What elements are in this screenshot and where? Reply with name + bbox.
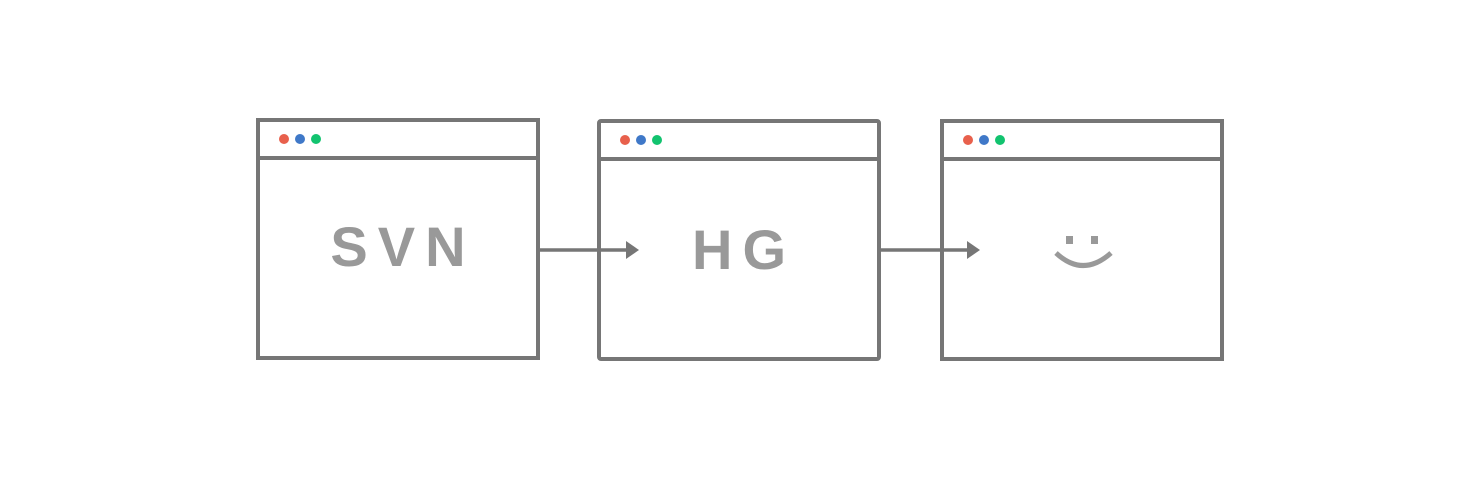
close-dot-icon (620, 135, 630, 145)
window-hg (597, 119, 881, 361)
maximize-dot-icon (652, 135, 662, 145)
window-svn (256, 118, 540, 360)
minimize-dot-icon (979, 135, 989, 145)
smiley-icon (1054, 236, 1113, 268)
maximize-dot-icon (311, 134, 321, 144)
maximize-dot-icon (995, 135, 1005, 145)
window-controls (279, 134, 1005, 145)
close-dot-icon (279, 134, 289, 144)
arrowhead-icon (967, 241, 980, 259)
minimize-dot-icon (295, 134, 305, 144)
hg-label: HG (692, 218, 796, 281)
svn-label: SVN (330, 215, 476, 278)
window-result (940, 119, 1224, 361)
minimize-dot-icon (636, 135, 646, 145)
arrowhead-icon (626, 241, 639, 259)
close-dot-icon (963, 135, 973, 145)
